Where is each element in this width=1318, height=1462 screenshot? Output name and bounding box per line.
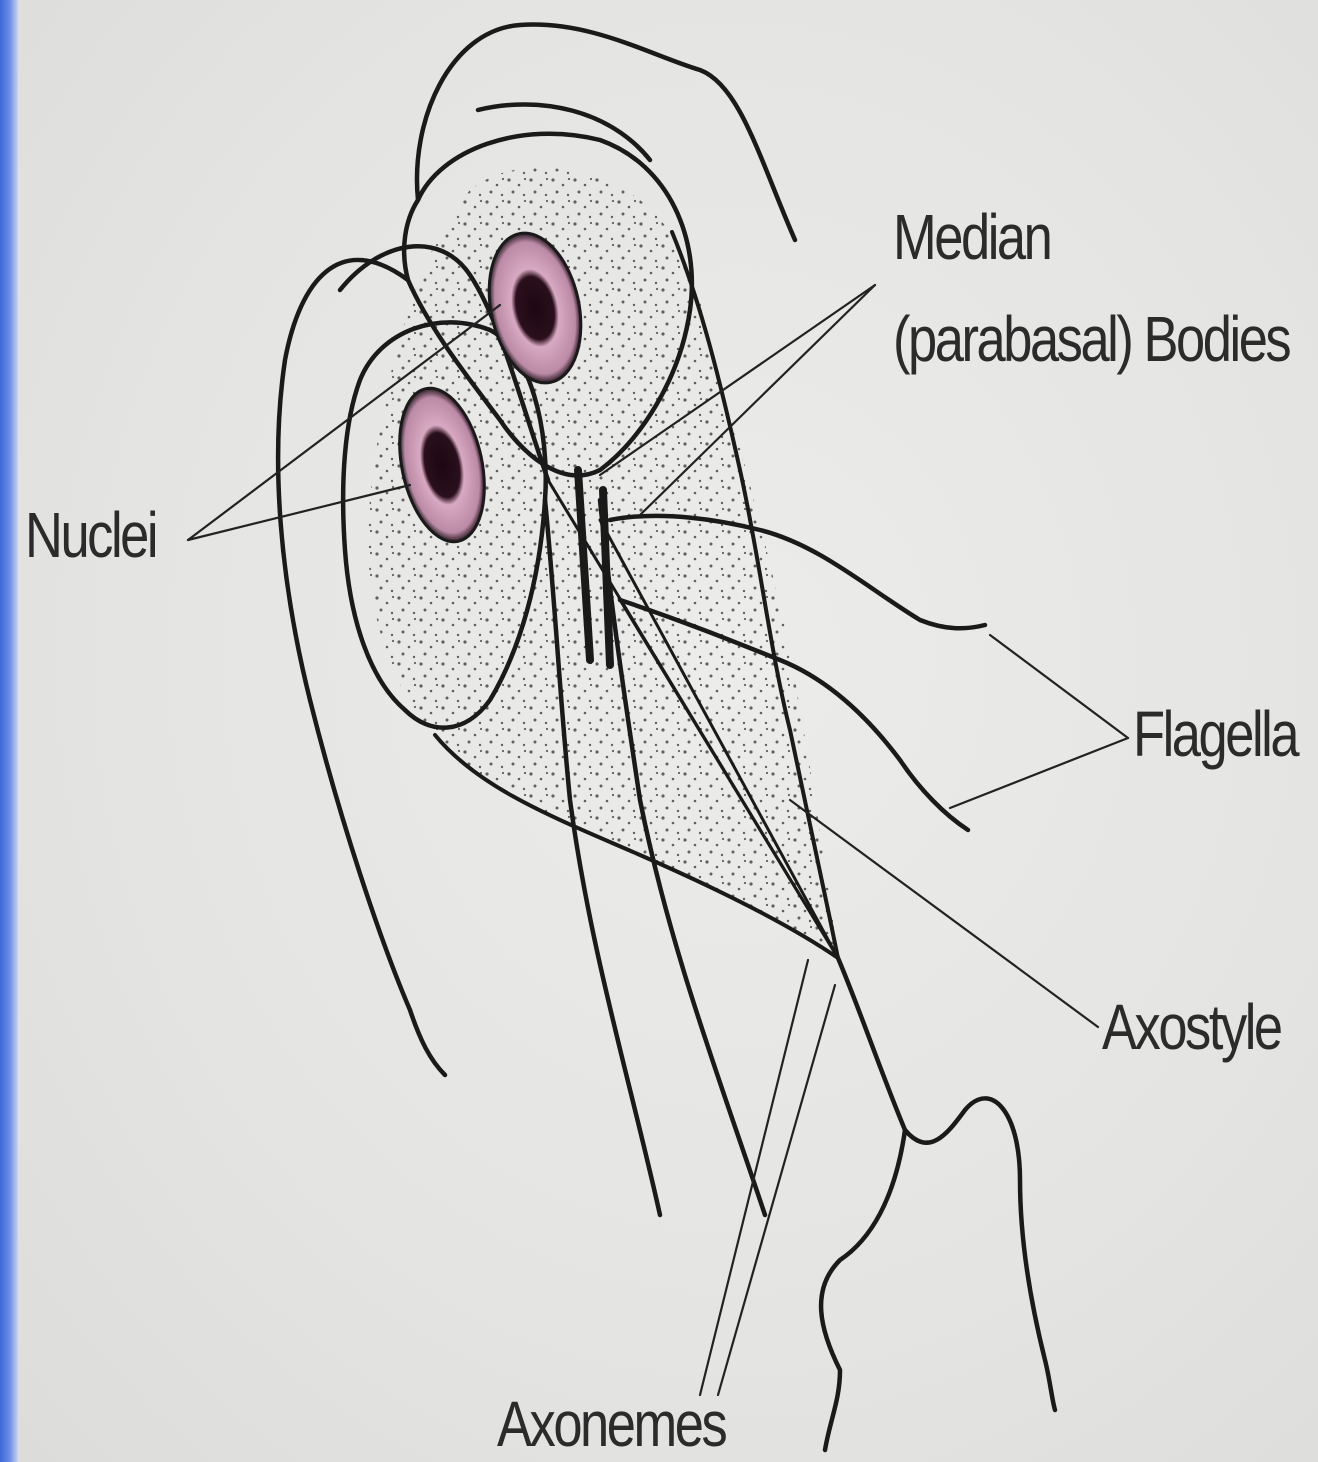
label-nuclei: Nuclei: [25, 503, 156, 567]
label-median: Median: [893, 205, 1050, 269]
flagellum-tail: [838, 958, 1055, 1410]
label-flagella: Flagella: [1133, 702, 1297, 766]
label-parabasal-bodies: (parabasal) Bodies: [893, 307, 1289, 371]
flagellum-tail-inner: [821, 1130, 905, 1450]
axonemes-leader-lines: [700, 960, 835, 1395]
label-axostyle: Axostyle: [1102, 995, 1281, 1059]
label-axonemes: Axonemes: [497, 1392, 725, 1456]
flagella-leader-lines: [950, 635, 1128, 808]
axostyle-leader-line: [790, 800, 1098, 1027]
